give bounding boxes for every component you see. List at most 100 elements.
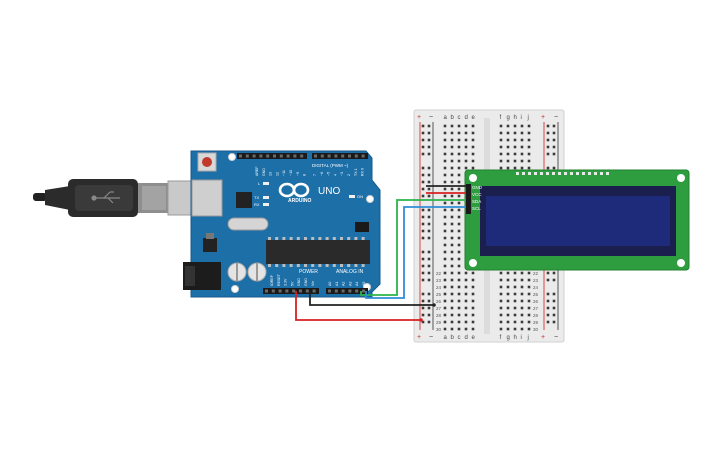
breadboard-hole[interactable] xyxy=(499,299,503,303)
breadboard-rail-hole[interactable] xyxy=(546,166,550,170)
breadboard-hole[interactable] xyxy=(443,166,447,170)
breadboard-rail-hole[interactable] xyxy=(421,250,425,254)
breadboard-hole[interactable] xyxy=(520,145,524,149)
breadboard-hole[interactable] xyxy=(443,313,447,317)
breadboard-hole[interactable] xyxy=(443,243,447,247)
breadboard-rail-hole[interactable] xyxy=(421,194,425,198)
breadboard-hole[interactable] xyxy=(513,159,517,163)
breadboard-hole[interactable] xyxy=(471,124,475,128)
breadboard-hole[interactable] xyxy=(450,152,454,156)
breadboard-hole[interactable] xyxy=(450,222,454,226)
breadboard-rail-hole[interactable] xyxy=(421,278,425,282)
wire-5v[interactable] xyxy=(295,291,421,321)
breadboard-hole[interactable] xyxy=(443,306,447,310)
breadboard-hole[interactable] xyxy=(471,292,475,296)
breadboard-rail-hole[interactable] xyxy=(421,215,425,219)
breadboard-hole[interactable] xyxy=(457,292,461,296)
breadboard-rail-hole[interactable] xyxy=(427,236,431,240)
breadboard-hole[interactable] xyxy=(471,152,475,156)
breadboard-rail-hole[interactable] xyxy=(421,131,425,135)
breadboard-rail-hole[interactable] xyxy=(546,124,550,128)
breadboard-hole[interactable] xyxy=(443,292,447,296)
breadboard-hole[interactable] xyxy=(464,285,468,289)
breadboard-rail-hole[interactable] xyxy=(421,313,425,317)
breadboard-hole[interactable] xyxy=(513,145,517,149)
breadboard-rail-hole[interactable] xyxy=(427,306,431,310)
breadboard-hole[interactable] xyxy=(443,320,447,324)
breadboard-hole[interactable] xyxy=(450,236,454,240)
breadboard-hole[interactable] xyxy=(443,222,447,226)
breadboard-rail-hole[interactable] xyxy=(421,306,425,310)
breadboard-hole[interactable] xyxy=(457,285,461,289)
breadboard-rail-hole[interactable] xyxy=(427,264,431,268)
breadboard-hole[interactable] xyxy=(457,187,461,191)
breadboard-hole[interactable] xyxy=(443,201,447,205)
breadboard-hole[interactable] xyxy=(457,152,461,156)
breadboard-hole[interactable] xyxy=(513,306,517,310)
breadboard-hole[interactable] xyxy=(450,243,454,247)
breadboard-rail-hole[interactable] xyxy=(546,313,550,317)
breadboard-hole[interactable] xyxy=(527,138,531,142)
breadboard-rail-hole[interactable] xyxy=(427,215,431,219)
breadboard-hole[interactable] xyxy=(471,138,475,142)
breadboard-hole[interactable] xyxy=(527,285,531,289)
breadboard-rail-hole[interactable] xyxy=(546,152,550,156)
breadboard-hole[interactable] xyxy=(513,313,517,317)
breadboard-hole[interactable] xyxy=(457,313,461,317)
breadboard-hole[interactable] xyxy=(506,166,510,170)
breadboard-hole[interactable] xyxy=(471,299,475,303)
breadboard-hole[interactable] xyxy=(457,264,461,268)
breadboard-hole[interactable] xyxy=(527,124,531,128)
breadboard-hole[interactable] xyxy=(443,271,447,275)
breadboard-hole[interactable] xyxy=(499,131,503,135)
breadboard-hole[interactable] xyxy=(457,145,461,149)
breadboard-hole[interactable] xyxy=(450,292,454,296)
breadboard-hole[interactable] xyxy=(450,138,454,142)
breadboard-hole[interactable] xyxy=(450,320,454,324)
breadboard-hole[interactable] xyxy=(443,124,447,128)
breadboard-hole[interactable] xyxy=(464,131,468,135)
breadboard-rail-hole[interactable] xyxy=(552,145,556,149)
breadboard-rail-hole[interactable] xyxy=(421,166,425,170)
breadboard-hole[interactable] xyxy=(450,215,454,219)
breadboard-hole[interactable] xyxy=(457,327,461,331)
breadboard-hole[interactable] xyxy=(520,285,524,289)
breadboard-hole[interactable] xyxy=(513,166,517,170)
breadboard-hole[interactable] xyxy=(443,215,447,219)
breadboard-hole[interactable] xyxy=(471,285,475,289)
breadboard-hole[interactable] xyxy=(520,271,524,275)
breadboard-hole[interactable] xyxy=(513,299,517,303)
breadboard-hole[interactable] xyxy=(520,166,524,170)
wire-scl[interactable] xyxy=(365,206,466,299)
breadboard-hole[interactable] xyxy=(464,124,468,128)
breadboard-hole[interactable] xyxy=(506,159,510,163)
breadboard-hole[interactable] xyxy=(464,138,468,142)
breadboard-hole[interactable] xyxy=(499,159,503,163)
breadboard-hole[interactable] xyxy=(520,159,524,163)
breadboard-hole[interactable] xyxy=(513,138,517,142)
breadboard-hole[interactable] xyxy=(443,173,447,177)
breadboard-hole[interactable] xyxy=(457,194,461,198)
breadboard-rail-hole[interactable] xyxy=(421,173,425,177)
breadboard-hole[interactable] xyxy=(450,180,454,184)
wires[interactable] xyxy=(295,185,466,322)
breadboard-rail-hole[interactable] xyxy=(421,236,425,240)
breadboard-hole[interactable] xyxy=(464,278,468,282)
breadboard-hole[interactable] xyxy=(457,299,461,303)
breadboard-rail-hole[interactable] xyxy=(427,313,431,317)
breadboard-rail-hole[interactable] xyxy=(552,166,556,170)
breadboard-hole[interactable] xyxy=(499,152,503,156)
breadboard-hole[interactable] xyxy=(527,166,531,170)
breadboard-hole[interactable] xyxy=(527,299,531,303)
breadboard-hole[interactable] xyxy=(464,145,468,149)
breadboard-hole[interactable] xyxy=(443,257,447,261)
breadboard-hole[interactable] xyxy=(527,152,531,156)
wire-gnd[interactable] xyxy=(309,291,434,306)
breadboard-hole[interactable] xyxy=(520,138,524,142)
breadboard-rail-hole[interactable] xyxy=(552,138,556,142)
breadboard-hole[interactable] xyxy=(499,327,503,331)
breadboard-hole[interactable] xyxy=(457,278,461,282)
breadboard-rail-hole[interactable] xyxy=(427,173,431,177)
breadboard-rail-hole[interactable] xyxy=(427,145,431,149)
breadboard-rail-hole[interactable] xyxy=(546,278,550,282)
